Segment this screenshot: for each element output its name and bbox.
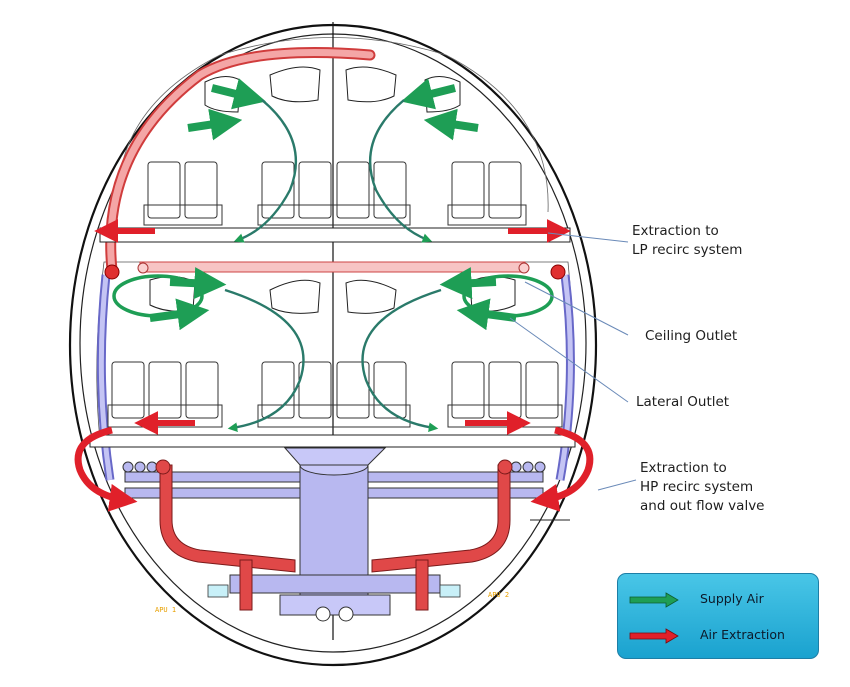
hp-extraction-line-2: HP recirc system — [640, 479, 754, 495]
supply-curve-ur — [368, 99, 433, 243]
supply-arrow-ml-1 — [169, 267, 227, 300]
main-deck-seats — [107, 361, 563, 428]
supply-curve-ml — [224, 288, 305, 432]
supply-curve-ul — [233, 99, 298, 243]
supply-arrow-ur-1 — [401, 78, 456, 110]
hold-blue-ducts — [122, 461, 546, 499]
supply-arrow-mr-1 — [439, 267, 497, 300]
lp-extraction-line-2: LP recirc system — [632, 242, 743, 258]
ceiling-outlet-callout: Ceiling Outlet — [645, 327, 737, 346]
main-deck-supply-flows — [112, 267, 554, 432]
mixing-unit — [229, 447, 441, 622]
supply-arrow-ml-2 — [149, 298, 210, 331]
apu-1-label: APU 1 — [155, 606, 176, 614]
hp-extraction-line-3: and out flow valve — [640, 498, 765, 514]
legend-supply-label: Supply Air — [700, 591, 764, 606]
supply-arrow-mr-2 — [456, 298, 517, 331]
hold-red-ducts — [155, 459, 513, 611]
callout-leaders — [509, 232, 637, 521]
hp-extraction-line-1: Extraction to — [640, 460, 727, 476]
extraction-curve-left — [74, 426, 138, 512]
supply-arrow-ul-1 — [211, 78, 266, 110]
main-deck-floor — [89, 434, 576, 448]
extraction-flows — [74, 219, 594, 512]
supply-arrow-ul-2 — [187, 108, 243, 141]
air-extraction-arrow-icon — [629, 628, 679, 644]
supply-arrow-ur-2 — [423, 108, 479, 141]
lp-extraction-line-1: Extraction to — [632, 223, 719, 239]
legend-extraction-row: Air Extraction — [618, 626, 818, 646]
legend-box: Supply Air Air Extraction — [617, 573, 819, 659]
legend-supply-row: Supply Air — [618, 590, 818, 610]
apu-2-label: APU 2 — [488, 591, 509, 599]
supply-air-arrow-icon — [629, 592, 679, 608]
upper-deck-supply-flows — [187, 78, 479, 243]
legend-extraction-label: Air Extraction — [700, 627, 785, 642]
apu-markers: APU 1 APU 2 — [155, 584, 509, 614]
lp-extraction-callout: Extraction to LP recirc system — [632, 222, 742, 260]
lateral-outlet-label: Lateral Outlet — [636, 394, 730, 410]
upper-deck-seats — [143, 161, 527, 226]
lateral-outlet-callout: Lateral Outlet — [636, 393, 729, 412]
supply-curve-mr — [361, 288, 442, 432]
upper-deck-floor — [99, 227, 571, 280]
hp-extraction-callout: Extraction to HP recirc system and out f… — [640, 459, 765, 516]
ceiling-outlet-label: Ceiling Outlet — [645, 328, 738, 344]
extraction-curve-right — [530, 426, 594, 512]
